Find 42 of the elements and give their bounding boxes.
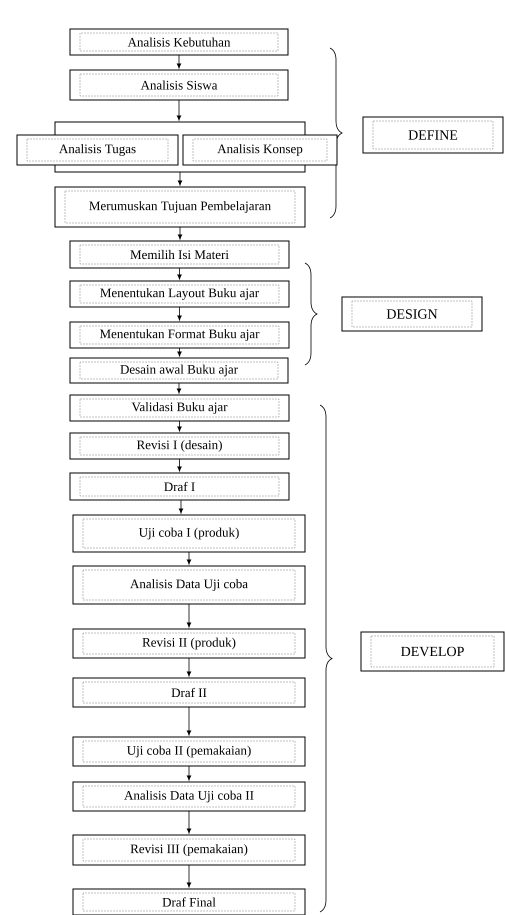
- arrow: [177, 348, 182, 356]
- process-box: Draf Final: [72, 888, 306, 915]
- phase-box: DEFINE: [362, 116, 504, 154]
- phase-box: DEVELOP: [360, 632, 504, 672]
- arrow: [178, 500, 184, 514]
- process-box: Revisi I (desain): [70, 432, 290, 460]
- arrow: [186, 811, 192, 834]
- arrow: [177, 421, 182, 432]
- process-box: Menentukan Layout Buku ajar: [70, 280, 290, 308]
- arrow: [176, 383, 182, 394]
- arrow: [178, 172, 182, 186]
- process-box: Uji coba II (pemakaian): [72, 736, 306, 766]
- process-box: Revisi III (pemakaian): [72, 834, 306, 866]
- process-box: Analisis Siswa: [70, 70, 288, 100]
- arrow: [176, 100, 182, 120]
- arrow: [177, 459, 182, 472]
- process-box: Validasi Buku ajar: [70, 394, 290, 422]
- process-box: Draf II: [72, 678, 306, 708]
- process-box: Draf I: [70, 472, 290, 500]
- phase-box: DESIGN: [342, 296, 482, 332]
- arrow: [178, 227, 182, 240]
- arrow: [177, 268, 182, 280]
- arrow: [186, 865, 192, 888]
- arrow: [186, 658, 192, 676]
- process-box: Menentukan Format Buku ajar: [70, 322, 290, 348]
- frame-box: [54, 122, 306, 172]
- process-box: Desain awal Buku ajar: [70, 358, 288, 384]
- process-box: Memilih Isi Materi: [70, 240, 290, 268]
- process-box: Analisis Tugas: [16, 134, 178, 166]
- process-box: Analisis Konsep: [182, 134, 338, 166]
- process-box: Uji coba I (produk): [72, 514, 306, 552]
- arrow: [186, 766, 192, 780]
- arrow: [186, 552, 192, 564]
- arrow: [186, 707, 192, 736]
- process-box: Analisis Kebutuhan: [70, 28, 288, 56]
- arrow: [176, 55, 182, 68]
- process-box: Merumuskan Tujuan Pembelajaran: [54, 186, 306, 228]
- arrow: [186, 604, 192, 628]
- process-box: Revisi II (produk): [72, 628, 306, 658]
- process-box: Analisis Data Uji coba: [72, 566, 306, 604]
- arrow: [177, 307, 182, 320]
- process-box: Analisis Data Uji coba II: [72, 782, 306, 812]
